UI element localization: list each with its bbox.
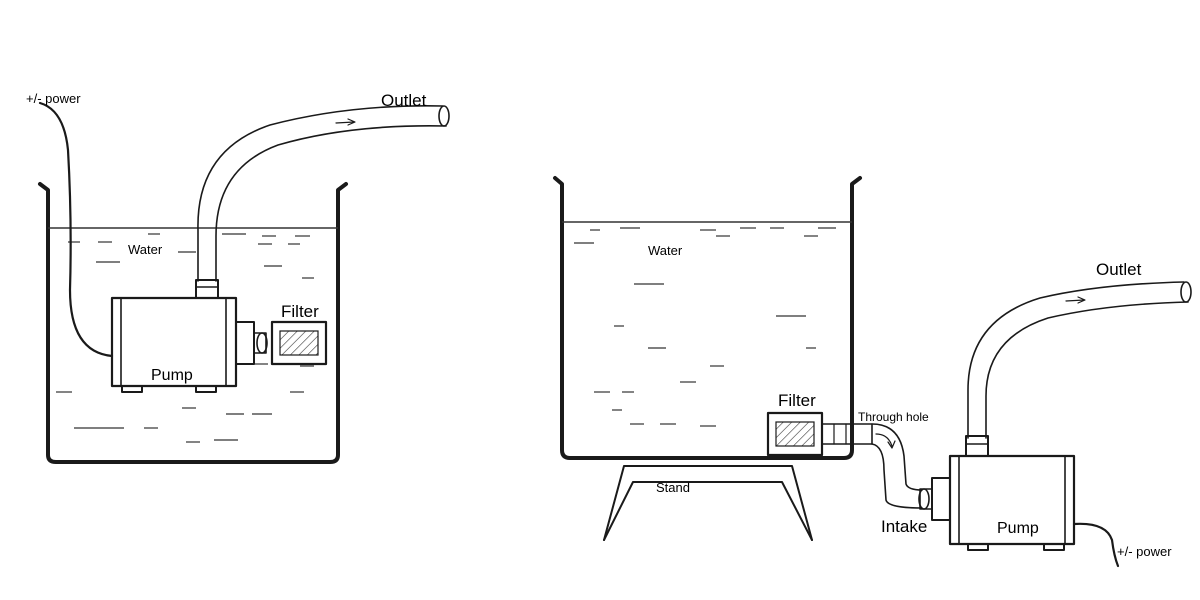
left-tank — [38, 182, 348, 464]
right-filter-label: Filter — [778, 391, 816, 410]
right-power-label: +/- power — [1117, 544, 1172, 559]
left-outlet-hose — [197, 105, 444, 282]
left-pump — [110, 279, 268, 393]
right-setup: Water Filter Through hole Stand Outlet I… — [553, 176, 1192, 568]
right-intake-flow-arrow — [875, 433, 896, 449]
right-pump-label: Pump — [997, 520, 1039, 537]
left-filter-label: Filter — [281, 302, 319, 321]
right-outlet-hose-end — [1180, 281, 1192, 303]
right-power-cable — [1072, 522, 1120, 568]
right-water-ripples — [574, 227, 836, 427]
right-water-label: Water — [648, 243, 683, 258]
right-stand — [603, 465, 813, 541]
left-flow-arrow — [335, 118, 356, 126]
right-through-hole-fitting — [821, 423, 873, 445]
left-outlet-hose-end — [438, 105, 450, 127]
left-water-ripples — [56, 233, 314, 443]
right-intake-pipe — [871, 423, 923, 491]
left-outlet-label: Outlet — [381, 91, 427, 110]
left-water-label: Water — [128, 242, 163, 257]
left-filter — [270, 320, 328, 366]
right-through-hole-label: Through hole — [858, 410, 929, 424]
left-pump-label: Pump — [151, 367, 193, 384]
right-outlet-hose — [967, 281, 1185, 439]
left-power-cable — [38, 101, 114, 358]
right-tank — [553, 176, 862, 460]
right-flow-arrow — [1065, 296, 1086, 304]
right-filter — [766, 411, 824, 457]
left-setup: +/- power Outlet Water Pump Filter — [26, 91, 450, 464]
right-pump — [918, 435, 1076, 551]
right-outlet-label: Outlet — [1096, 260, 1142, 279]
left-power-label: +/- power — [26, 91, 81, 106]
right-intake-label: Intake — [881, 517, 927, 536]
right-stand-label: Stand — [656, 480, 690, 495]
